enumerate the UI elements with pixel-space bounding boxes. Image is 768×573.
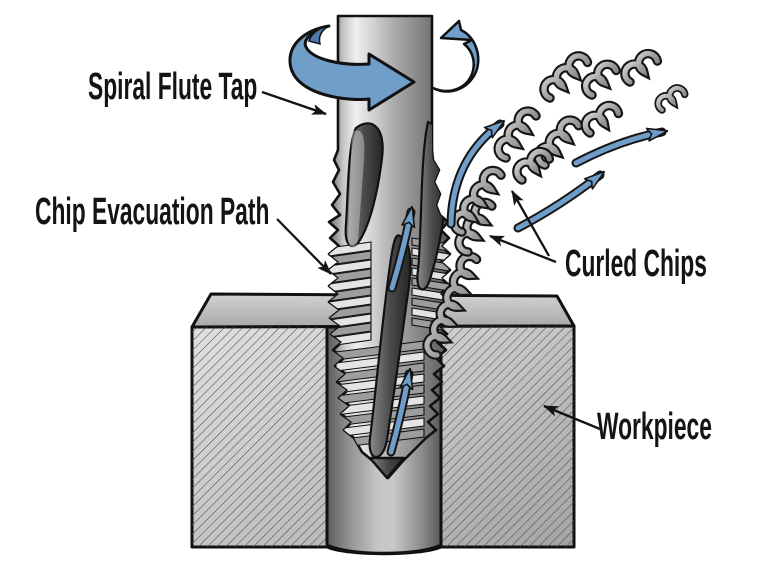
label-workpiece: Workpiece [597, 406, 712, 448]
spiral-flute-tap-tool [327, 14, 452, 480]
tap-highlight [348, 130, 365, 248]
chip-flow-arrow-mid [515, 175, 600, 231]
tap-tip-cone [368, 456, 406, 480]
callout-arrows [261, 90, 601, 431]
curled-chips-arrow-up [511, 190, 550, 257]
rotation-ribbon-fold [308, 25, 330, 46]
curled-chip [622, 52, 659, 82]
label-spiral-flute-tap: Spiral Flute Tap [88, 66, 258, 108]
flute-upper-left [344, 122, 384, 248]
curled-chip [581, 62, 621, 96]
curled-chip [657, 87, 686, 110]
label-chip-evacuation-path: Chip Evacuation Path [35, 191, 270, 233]
spiral-flute-tap-arrow [261, 90, 327, 116]
rotation-arrow-icon-front [288, 24, 416, 112]
rotation-ribbon-rear [431, 19, 480, 93]
flute-arrow-lower [388, 374, 409, 455]
label-curled-chips: Curled Chips [565, 243, 707, 285]
workpiece-arrow [543, 404, 601, 431]
chip-flow-arrow-left [448, 124, 500, 227]
chip-flow-arrow-right [573, 132, 662, 166]
rotation-arrow-icon-rear [431, 19, 480, 93]
flute-arrow-upper [389, 212, 411, 291]
rotation-ribbon-front [288, 24, 416, 112]
flute-center-lower [368, 234, 412, 458]
chip-flow-arrows [446, 124, 662, 233]
curled-chips-arrow-left [489, 234, 557, 264]
flute-evacuation-arrows [386, 212, 411, 457]
curled-chip [584, 105, 620, 134]
chip-evacuation-path-arrow [276, 218, 332, 275]
